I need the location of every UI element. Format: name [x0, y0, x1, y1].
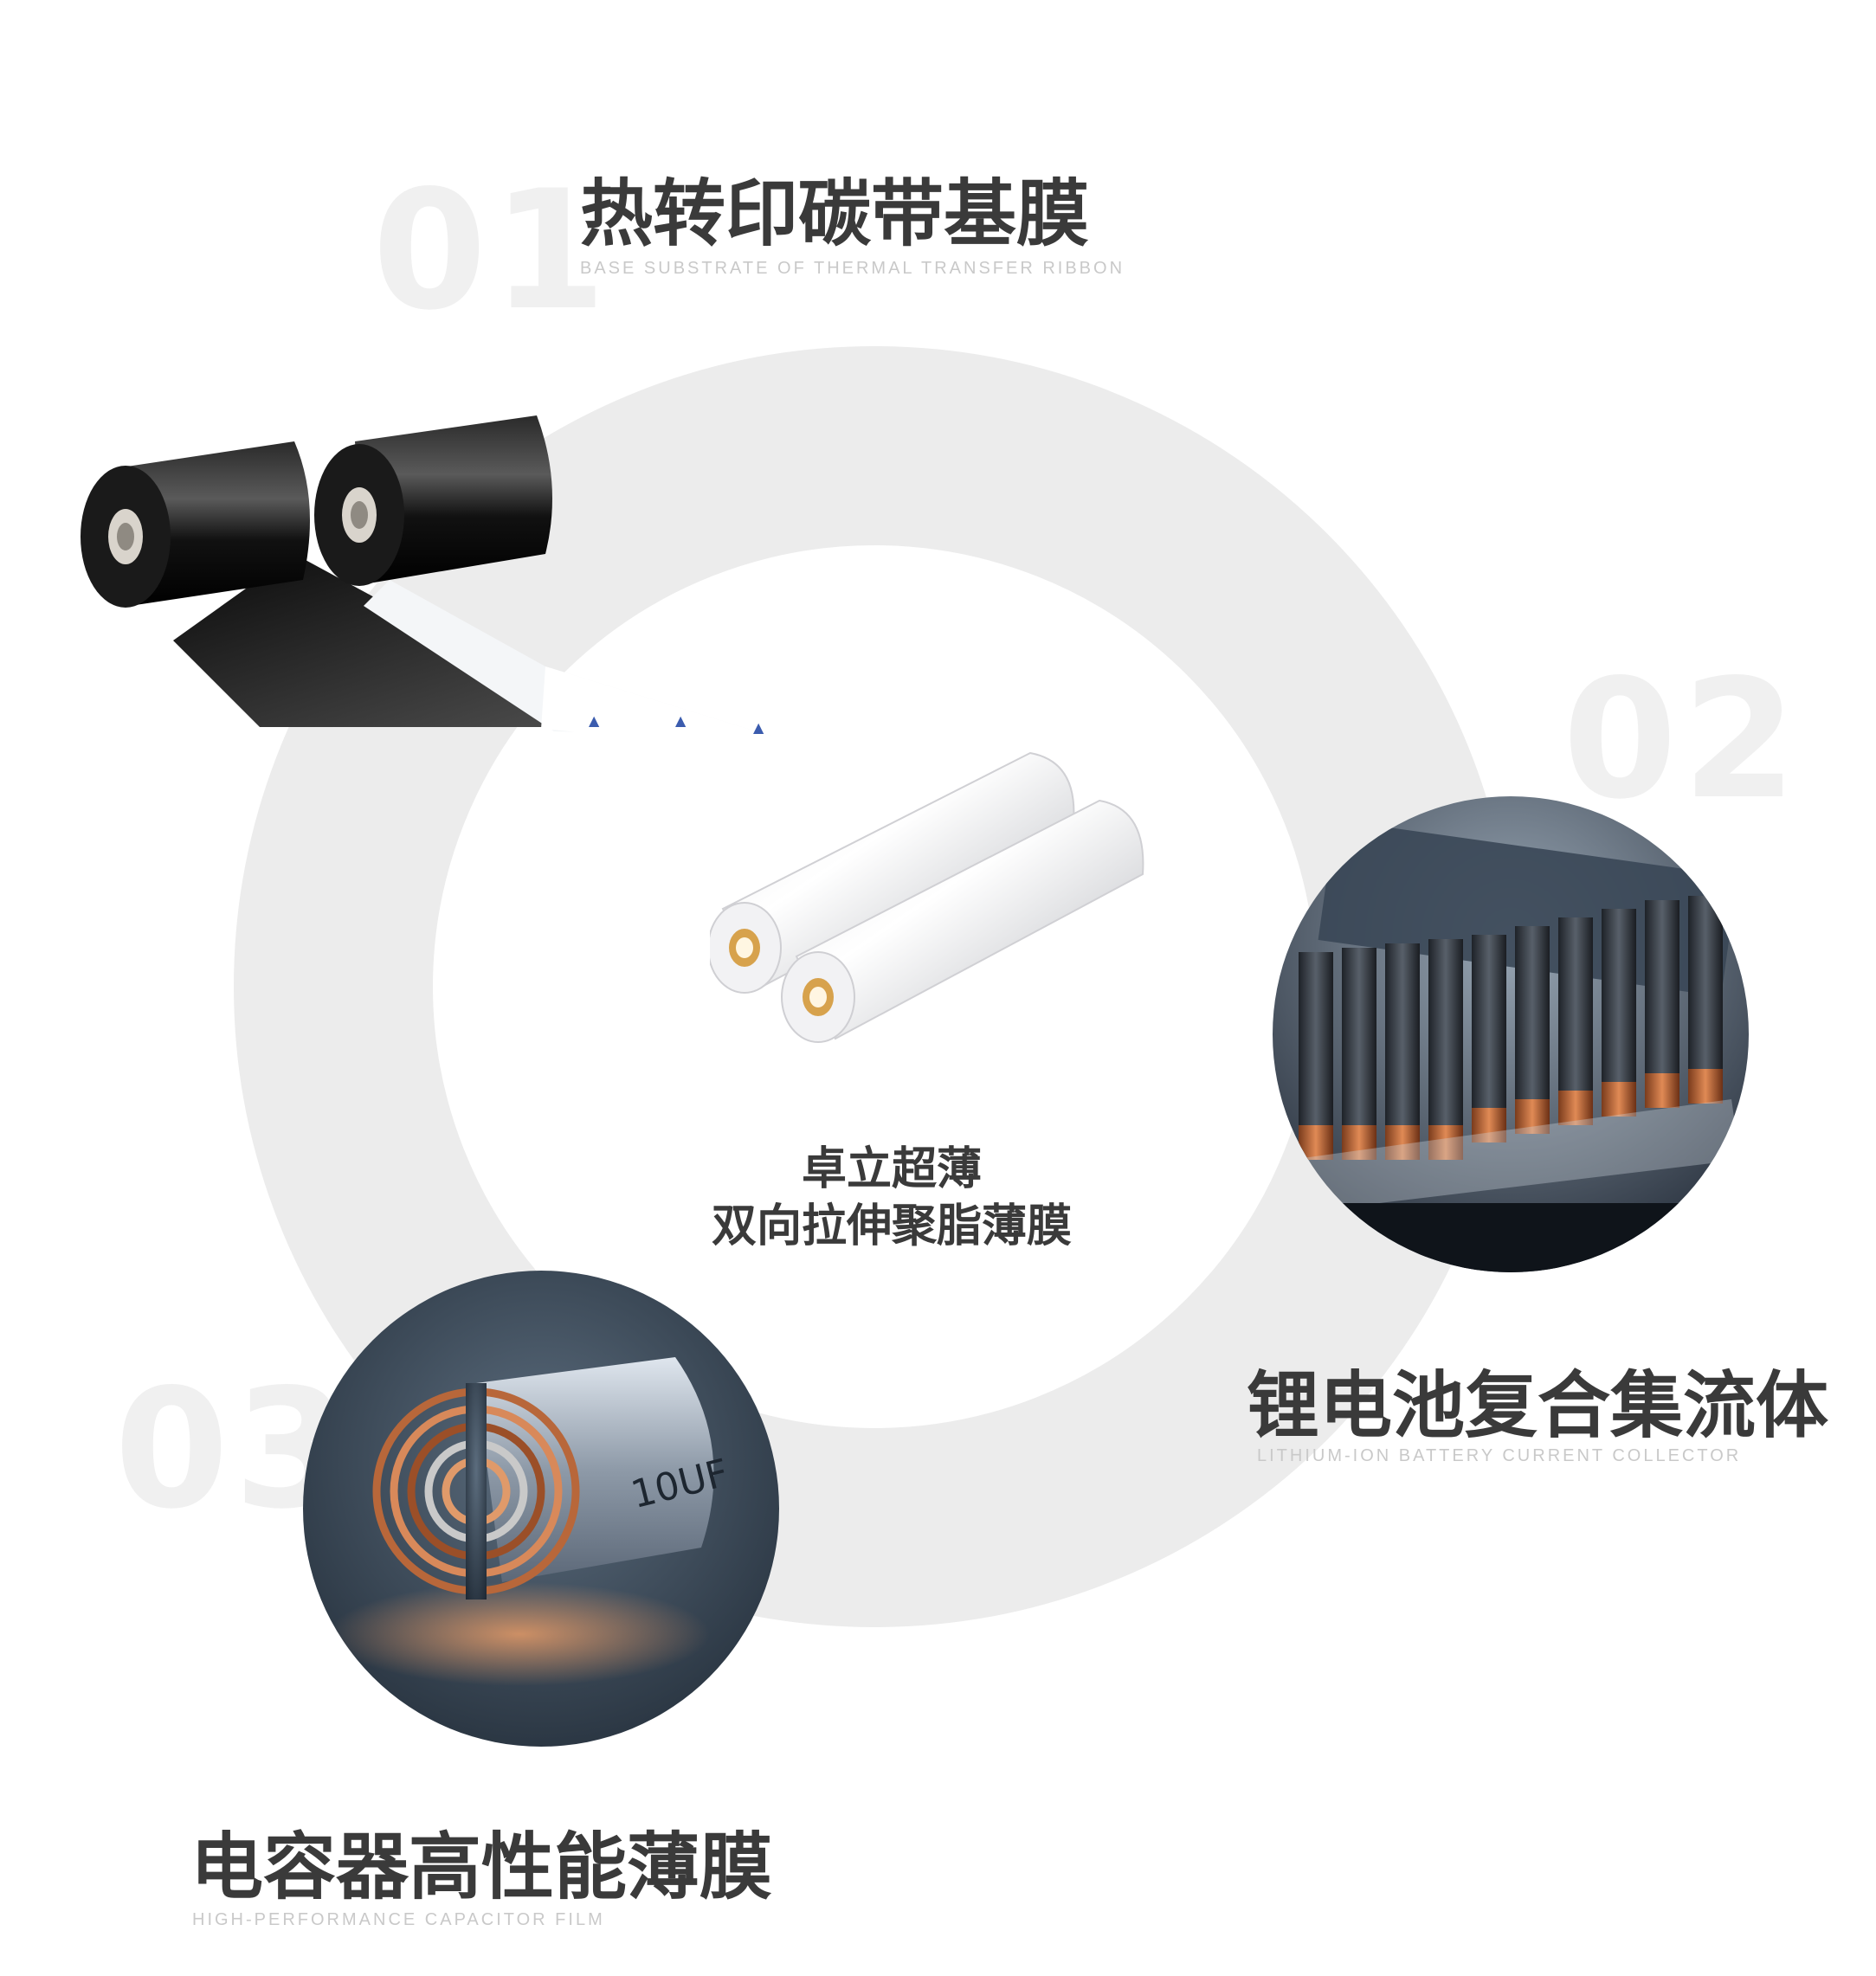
item-03-title: 电容器高性能薄膜	[190, 1825, 773, 1909]
svg-text:▲: ▲	[675, 712, 687, 729]
bopet-film-rolls-image	[710, 751, 1144, 1043]
center-title-line1: 卓立超薄	[801, 1143, 982, 1195]
item-02-number: 02	[1563, 644, 1802, 835]
center-title-line2: 双向拉伸聚脂薄膜	[711, 1200, 1072, 1252]
svg-text:▲: ▲	[753, 719, 764, 736]
item-02-title: 锂电池复合集流体	[1247, 1363, 1829, 1448]
svg-text:▲: ▲	[589, 712, 600, 729]
thermal-ribbon-rolls-image: ▲ ▲ ▲	[81, 415, 770, 749]
item-02-subtitle: LITHIUM-ION BATTERY CURRENT COLLECTOR	[1257, 1446, 1742, 1465]
item-01-number: 01	[372, 155, 612, 346]
capacitor-image: 10UF	[303, 1271, 779, 1747]
item-03-subtitle: HIGH-PERFORMANCE CAPACITOR FILM	[192, 1910, 605, 1929]
item-01-subtitle: BASE SUBSTRATE OF THERMAL TRANSFER RIBBO…	[580, 259, 1125, 278]
center-product-title: 卓立超薄 双向拉伸聚脂薄膜	[658, 1141, 1125, 1255]
item-01-title: 热转印碳带基膜	[580, 171, 1090, 256]
lithium-battery-image	[1273, 796, 1749, 1272]
